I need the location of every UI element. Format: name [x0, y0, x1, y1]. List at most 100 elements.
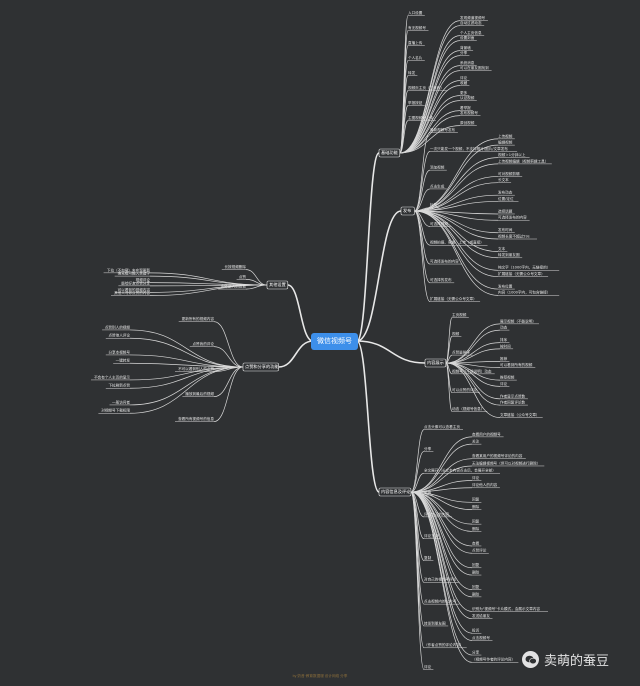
node-b2-26[interactable]: 内容（1000字内，可包含链接） — [498, 290, 560, 296]
node-b6-8[interactable]: 评论他人的内容 — [472, 482, 500, 489]
node-b2-16[interactable]: 发布时间 — [498, 227, 515, 233]
node-b4-4[interactable]: 分享本视频号 — [105, 349, 131, 356]
node-b1-17[interactable]: 认证视频 — [460, 95, 477, 101]
node-b2-8[interactable]: 长文本 — [498, 177, 512, 183]
node-b6-27[interactable]: 转发到朋友圈 — [424, 620, 449, 627]
node-b2-3[interactable]: 一次只能发一个视频，不支持照片/图片/文章发布 — [430, 146, 518, 152]
node-b6-9[interactable]: 举报 — [424, 489, 434, 496]
node-b6-5[interactable]: 无法编辑视频号（但可以对视频进行删除） — [472, 460, 545, 467]
node-b6-10[interactable]: 回复 — [472, 497, 482, 503]
node-b3-3[interactable]: 点赞 — [236, 274, 247, 280]
node-b2-15[interactable]: 可选择视频 — [430, 221, 451, 227]
node-b6-23[interactable]: 删除 — [472, 591, 482, 598]
node-b1-0[interactable]: 入口设置 — [408, 10, 425, 16]
node-b3-5[interactable]: 能给好友点赞分享 — [118, 280, 150, 287]
node-b6-19[interactable]: 回复 — [472, 562, 482, 569]
node-b1-20[interactable]: 发布视频号 — [460, 110, 481, 116]
node-b5-0[interactable]: 主页视频 — [452, 312, 469, 318]
node-b1-21[interactable]: 主图视频号上传 — [408, 115, 436, 121]
node-b1-15[interactable]: 视频页主页（二维码） — [408, 85, 447, 91]
node-b2-0[interactable]: 最新视频号发布 — [430, 127, 458, 133]
node-b2-12[interactable]: 标签 — [430, 202, 440, 208]
central-topic[interactable]: 微信视频号 — [311, 333, 358, 350]
node-b6-4[interactable]: 查看某用户的视频号评论的内容 — [472, 453, 526, 459]
node-b2-14[interactable]: 可选择发布的内容 — [498, 215, 530, 221]
node-b6-24[interactable]: 点击视频内的公众号 — [424, 599, 460, 605]
node-b1-7[interactable]: 背景墙 — [460, 45, 474, 51]
node-b6-21[interactable]: 对自己的视频号评论 — [424, 577, 460, 583]
node-b2-18[interactable]: 视频拍摄、剪辑、上传（或直接） — [430, 240, 488, 246]
branch-b1[interactable]: 基础功能 — [378, 148, 401, 158]
node-b3-6[interactable]: 内外部人员查看 — [218, 284, 246, 290]
node-b6-17[interactable]: 点赞评论 — [472, 548, 489, 554]
node-b6-12[interactable]: 评论自己的内容 — [424, 511, 452, 518]
node-b2-9[interactable]: 点击生成 — [430, 183, 447, 190]
node-b4-0[interactable]: 更新所有的视频内容 — [178, 316, 215, 322]
node-b6-14[interactable]: 删除 — [472, 526, 482, 532]
node-b6-18[interactable]: 复制 — [424, 555, 434, 561]
node-b6-29[interactable]: 点击视频号 — [472, 635, 493, 641]
node-b6-13[interactable]: 回复 — [472, 519, 482, 525]
node-b1-16[interactable]: 更多 — [460, 90, 470, 96]
node-b5-1[interactable]: 展示视频（不能说明） — [500, 318, 539, 325]
node-b2-22[interactable]: 纯文字（1000字内，无链接的） — [498, 265, 560, 271]
node-b2-19[interactable]: 文本 — [498, 246, 508, 252]
node-b5-2[interactable]: 动态 — [500, 325, 510, 331]
node-b4-5[interactable]: 一键转发 — [113, 358, 130, 364]
node-b6-6[interactable]: 全文展开（长文本内容点击后，会展开全部） — [424, 468, 500, 474]
node-b6-25[interactable]: 识别为"视频号"卡片模式，会展示文章内容 — [472, 606, 548, 612]
node-b2-23[interactable]: 扩展链接（无需公众号文章） — [498, 271, 549, 277]
node-b1-22[interactable]: 原创视频 — [460, 120, 477, 126]
node-b1-5[interactable]: 设置封面 — [460, 35, 477, 41]
node-b3-2[interactable]: 搜索框可输入关键字 — [114, 271, 151, 277]
node-b2-4[interactable]: 视频＞1分钟以上 — [498, 152, 530, 158]
node-b2-6[interactable]: 添加视频 — [430, 165, 447, 171]
node-b6-32[interactable]: （视频号作者的评论内容） — [472, 657, 519, 663]
node-b2-25[interactable]: 发布位置 — [498, 283, 515, 290]
node-b6-33[interactable]: 评论 — [424, 664, 434, 670]
branch-b4[interactable]: 点赞和分享的功能 — [242, 362, 279, 372]
node-b6-22[interactable]: 回复 — [472, 584, 482, 590]
node-b5-13[interactable]: 作者显示点赞数 — [500, 393, 528, 400]
node-b1-11[interactable]: 可以在朋友圈找到 — [460, 65, 492, 71]
node-b1-13[interactable]: 评论 — [460, 75, 470, 81]
branch-b6[interactable]: 内容信息及评论 — [378, 487, 412, 497]
node-b5-11[interactable]: 评论 — [500, 381, 510, 387]
node-b4-9[interactable]: 播放到最后的视频 — [182, 391, 214, 397]
node-b2-13[interactable]: 选择话题 — [498, 208, 515, 215]
node-b4-11[interactable]: 对视频号下载权限 — [98, 408, 130, 414]
node-b5-15[interactable]: 动态（视频号信息） — [452, 406, 488, 412]
node-b4-6[interactable]: 不可以看到别人的点赞 — [175, 366, 214, 372]
node-b1-12[interactable]: 转发 — [408, 70, 418, 76]
node-b6-26[interactable]: 发送给朋友 — [472, 613, 493, 619]
node-b2-17[interactable]: 视频长度不超过59s — [498, 233, 537, 240]
node-b6-11[interactable]: 删除 — [472, 504, 482, 510]
branch-b5[interactable]: 内容展示 — [424, 358, 447, 368]
node-b2-27[interactable]: 扩展链接（无需公众号文章） — [430, 296, 481, 302]
node-b6-31[interactable]: 分享 — [472, 649, 482, 656]
node-b1-18[interactable]: 举报按钮 — [408, 100, 425, 106]
node-b1-14[interactable]: 收藏 — [460, 80, 470, 86]
node-b5-8[interactable]: 可以看到所有的视频 — [500, 362, 536, 368]
node-b6-30[interactable]: （作者点赞的评论内容） — [424, 642, 467, 649]
node-b5-7[interactable]: 推荐 — [500, 356, 510, 362]
node-b6-7[interactable]: 评论 — [472, 475, 482, 481]
node-b6-3[interactable]: 分享 — [424, 446, 434, 452]
node-b4-2[interactable]: 点赞他人评论 — [105, 333, 131, 339]
node-b1-2[interactable]: 自动过滤动态 — [460, 20, 485, 26]
node-b2-10[interactable]: 发布动态 — [498, 190, 515, 196]
node-b6-16[interactable]: 查看 — [472, 540, 482, 547]
node-b6-15[interactable]: 评论互动 — [424, 533, 441, 539]
node-b5-10[interactable]: 推荐视频 — [500, 375, 517, 381]
node-b4-10[interactable]: 一般访问者 — [109, 399, 131, 406]
node-b3-7[interactable]: 可以看到的视频内容 — [114, 287, 151, 293]
node-b4-12[interactable]: 查看所有视频号的信息 — [175, 416, 214, 422]
node-b6-28[interactable]: 投诉 — [472, 628, 482, 634]
node-b1-1[interactable]: 发现频道视频号 — [460, 15, 488, 21]
node-b2-7[interactable]: 可对视频剪辑 — [498, 171, 523, 177]
node-b4-3[interactable]: 点赞我的评论 — [189, 341, 215, 347]
node-b1-8[interactable]: 分享 — [460, 50, 470, 56]
node-b3-1[interactable]: 下拉（不加载）来实现更新 — [103, 267, 151, 274]
node-b6-20[interactable]: 删除 — [472, 569, 482, 576]
node-b2-20[interactable]: 转发到朋友圈 — [498, 252, 523, 259]
